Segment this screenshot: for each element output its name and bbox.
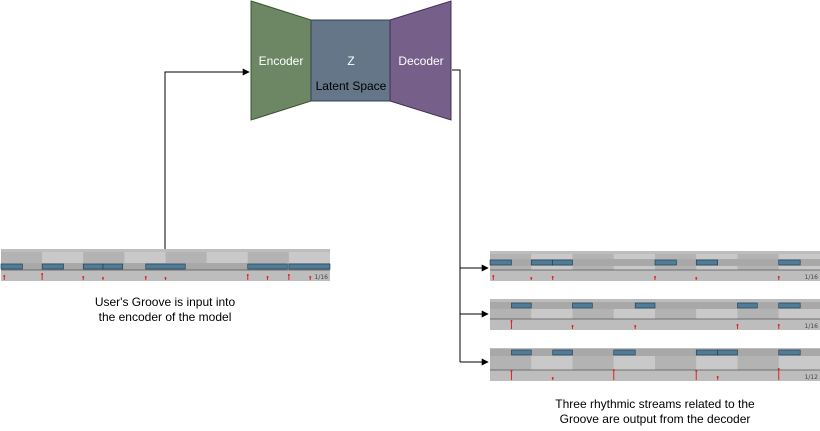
clip-velocity-dot — [287, 274, 290, 276]
clip-velocity-dot — [654, 276, 656, 278]
clip-note — [102, 263, 124, 270]
clip-note — [552, 349, 573, 356]
clip-velocity-dot — [266, 276, 269, 278]
output-caption-line-2: Groove are output from the decoder — [559, 412, 751, 426]
clip-velocity-dot — [716, 376, 719, 378]
clip-velocity-dot — [510, 320, 513, 322]
input-arrow — [164, 68, 250, 250]
clip-note — [511, 349, 532, 356]
clip-velocity-dot — [144, 276, 147, 278]
input-caption-line-1: User's Groove is input into — [94, 295, 236, 309]
clip-note — [0, 263, 23, 270]
input-groove-clip: 1/16 — [0, 249, 331, 281]
input-caption-line-2: the encoder of the model — [98, 310, 232, 324]
latent-symbol: Z — [347, 54, 354, 68]
output-stream-clip-3: 1/12 — [490, 348, 820, 381]
output-stream-clip-1: 1/16 — [489, 251, 820, 281]
latent-space-label: Latent Space — [316, 79, 387, 93]
clip-velocity-dot — [3, 275, 6, 277]
clip-velocity-dot — [309, 276, 312, 278]
clip-note — [778, 349, 801, 356]
clip-note — [717, 349, 738, 356]
clip-resolution-label: 1/16 — [805, 274, 819, 281]
clip-velocity-dot — [82, 276, 85, 278]
clip-note — [613, 349, 636, 356]
clip-note — [634, 302, 656, 309]
clip-velocity-dot — [41, 273, 44, 275]
model-block: Encoder Z Latent Space Decoder — [250, 0, 452, 121]
clip-velocity-dot — [164, 277, 167, 279]
clip-velocity-dot — [551, 377, 554, 379]
latent-space-shape — [310, 19, 391, 102]
clip-resolution-label: 1/12 — [805, 374, 819, 381]
clip-note — [737, 302, 758, 309]
clip-velocity-dot — [101, 277, 104, 279]
clip-velocity-dot — [695, 370, 698, 372]
clip-velocity-dot — [736, 324, 739, 326]
encoder-label: Encoder — [259, 54, 304, 68]
clip-velocity-dot — [571, 325, 574, 327]
clip-resolution-label: 1/16 — [805, 323, 819, 330]
clip-resolution-label: 1/16 — [315, 274, 329, 281]
decoder-label: Decoder — [398, 54, 443, 68]
clip-velocity-dot — [510, 370, 513, 372]
clip-note — [695, 349, 719, 356]
clip-velocity-dot — [551, 276, 554, 278]
clip-velocity-dot — [777, 368, 780, 370]
output-stream-clip-2: 1/16 — [490, 299, 820, 330]
clip-velocity-dot — [777, 276, 780, 278]
clip-velocity-dot — [492, 275, 495, 277]
clip-velocity-dot — [695, 277, 698, 279]
output-caption: Three rhythmic streams related to the Gr… — [520, 397, 790, 427]
clip-lane — [490, 349, 820, 356]
clip-note — [511, 302, 532, 309]
clip-note — [572, 302, 593, 309]
clip-note — [778, 259, 801, 266]
clip-velocity-dot — [634, 325, 637, 327]
output-caption-line-1: Three rhythmic streams related to the — [555, 397, 755, 411]
clip-velocity-dot — [246, 274, 249, 276]
clip-note — [247, 263, 288, 270]
clip-note — [288, 263, 331, 270]
decoder-shape — [389, 0, 452, 121]
clip-note — [82, 263, 104, 270]
decoder-output-trunk — [452, 69, 461, 362]
output-arrows — [452, 69, 489, 366]
clip-velocity-dot — [777, 324, 780, 326]
clip-note — [41, 263, 64, 270]
clip-note — [145, 263, 186, 270]
clip-note — [778, 302, 801, 309]
clip-note — [654, 259, 677, 266]
clip-velocity-dot — [530, 277, 533, 279]
input-caption: User's Groove is input into the encoder … — [40, 295, 290, 325]
clip-note — [695, 259, 719, 266]
clip-note — [552, 259, 573, 266]
clip-note — [489, 259, 512, 266]
clip-note — [530, 259, 554, 266]
clip-velocity-dot — [612, 369, 615, 371]
